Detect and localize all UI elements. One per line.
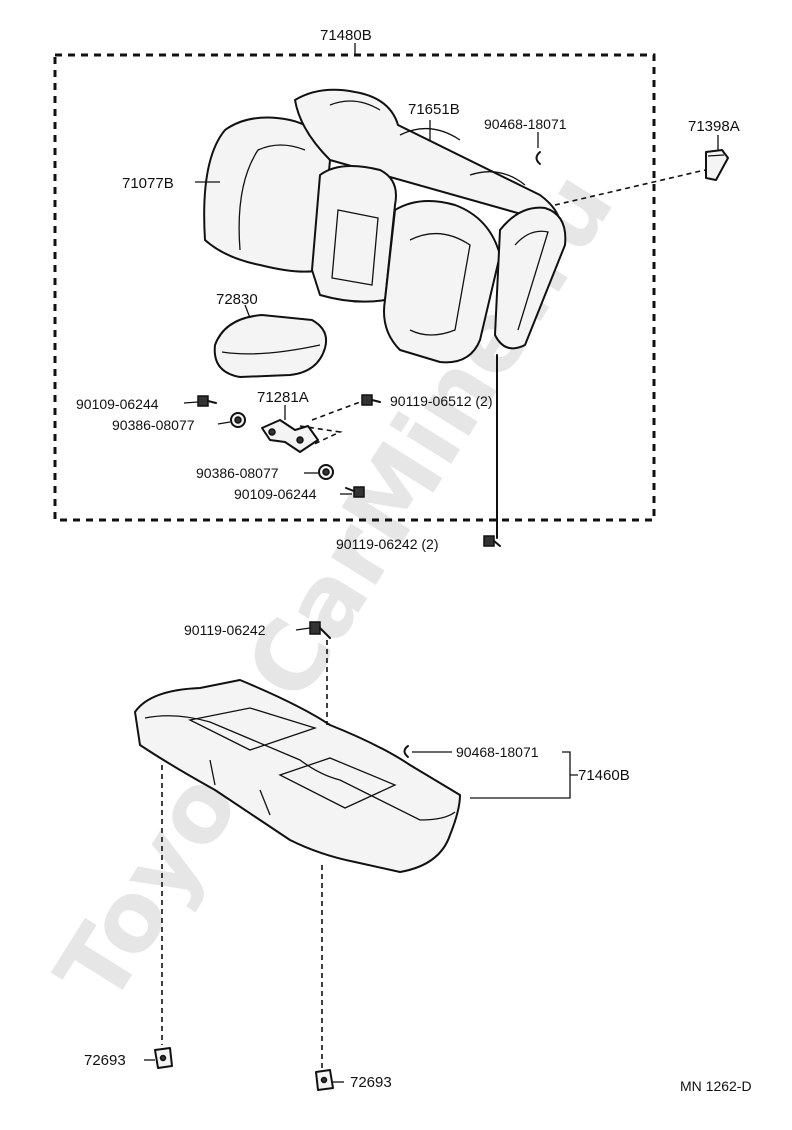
clip-icon	[535, 151, 541, 165]
label-nut-lower: 90386-08077	[196, 465, 279, 481]
hook-right-icon	[315, 1069, 334, 1091]
bolt-hinge-icon	[361, 394, 381, 406]
label-bolt-left: 90109-06244	[76, 396, 159, 412]
label-72693-right: 72693	[350, 1074, 392, 1091]
hook-leader	[554, 169, 706, 206]
hinge-leaders	[299, 401, 361, 446]
hook-left-icon	[154, 1047, 173, 1069]
label-bolt-lower: 90109-06244	[234, 486, 317, 502]
side-bolster	[494, 206, 567, 350]
frame-bolt-icon	[483, 535, 501, 547]
hinge-bracket	[261, 419, 319, 453]
label-bolt-hinge: 90119-06512 (2)	[390, 393, 492, 409]
bolt-lower-icon	[345, 486, 365, 498]
label-71651b: 71651B	[408, 101, 460, 118]
seatback-pad-left	[203, 116, 331, 273]
armrest-leader	[244, 304, 251, 319]
label-nut-left: 90386-08077	[112, 417, 195, 433]
diagram-code: MN 1262-D	[680, 1078, 752, 1094]
label-72693-left: 72693	[84, 1052, 126, 1069]
seatback-illustration	[203, 88, 706, 364]
label-71480b: 71480B	[320, 27, 372, 44]
seatback-pad-right	[383, 200, 501, 364]
label-71460b: 71460B	[578, 767, 630, 784]
cushion-assy-bracket	[470, 751, 578, 799]
label-71398a: 71398A	[688, 118, 740, 135]
hook-icon	[705, 149, 729, 181]
bolt-icon	[197, 395, 217, 407]
label-72830: 72830	[216, 291, 258, 308]
label-clip-cushion: 90468-18071	[456, 744, 539, 760]
cushion-illustration	[134, 679, 461, 873]
cushion-clip-icon	[403, 745, 409, 758]
armrest	[213, 314, 328, 378]
label-bolt-cushion: 90119-06242	[184, 622, 266, 638]
seat-cushion	[134, 679, 461, 873]
label-bolt-frame: 90119-06242 (2)	[336, 536, 438, 552]
label-clip-upper: 90468-18071	[484, 116, 567, 132]
nut-icon	[230, 412, 246, 428]
label-71281a: 71281A	[257, 389, 309, 406]
label-71077b: 71077B	[122, 175, 174, 192]
seatback-rear-cover	[294, 88, 561, 226]
nut-lower-icon	[318, 464, 334, 480]
